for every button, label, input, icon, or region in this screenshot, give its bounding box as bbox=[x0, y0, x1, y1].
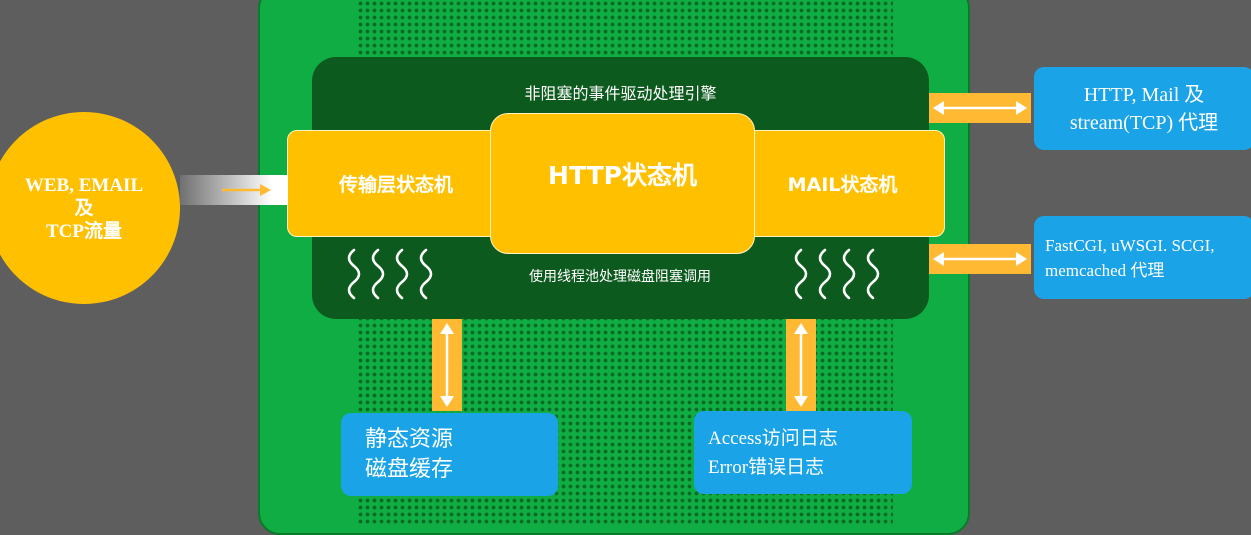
proxy-http-line-2: stream(TCP) 代理 bbox=[1069, 111, 1219, 134]
static-line-2: 磁盘缓存 bbox=[365, 456, 454, 482]
http-state-machine: HTTP状态机 bbox=[490, 113, 755, 254]
mail-state-machine: MAIL状态机 bbox=[740, 130, 945, 237]
traffic-circle: WEB, EMAIL 及 TCP流量 bbox=[0, 112, 180, 304]
proxy-fcgi-line-2: memcached 代理 bbox=[1045, 260, 1165, 280]
traffic-line-3: TCP流量 bbox=[45, 220, 122, 242]
log-line-1: Access访问日志 bbox=[708, 427, 838, 449]
traffic-line-2: 及 bbox=[74, 197, 94, 219]
proxy-http-line-1: HTTP, Mail 及 bbox=[1083, 83, 1205, 106]
static-resource-box: 静态资源 磁盘缓存 bbox=[341, 413, 558, 496]
log-line-2: Error错误日志 bbox=[708, 456, 825, 478]
double-arrow-icon bbox=[786, 319, 816, 411]
double-arrow-icon bbox=[432, 319, 462, 411]
engine-subtitle: 使用线程池处理磁盘阻塞调用 bbox=[529, 269, 711, 285]
engine-title: 非阻塞的事件驱动处理引擎 bbox=[524, 84, 717, 103]
fastcgi-proxy-box: FastCGI, uWSGI. SCGI, memcached 代理 bbox=[1034, 216, 1251, 299]
wavy-lines-icon bbox=[794, 248, 880, 300]
traffic-line-1: WEB, EMAIL bbox=[24, 174, 144, 196]
proxy-fcgi-line-1: FastCGI, uWSGI. SCGI, bbox=[1045, 235, 1215, 255]
static-line-1: 静态资源 bbox=[365, 426, 454, 452]
right-arrow-icon bbox=[222, 184, 271, 196]
double-arrow-icon bbox=[929, 93, 1031, 123]
wavy-lines-icon bbox=[347, 248, 433, 300]
transport-state-machine: 传输层状态机 bbox=[287, 130, 505, 237]
log-box: Access访问日志 Error错误日志 bbox=[694, 411, 912, 494]
http-mail-proxy-box: HTTP, Mail 及 stream(TCP) 代理 bbox=[1034, 67, 1251, 150]
double-arrow-icon bbox=[929, 244, 1031, 274]
